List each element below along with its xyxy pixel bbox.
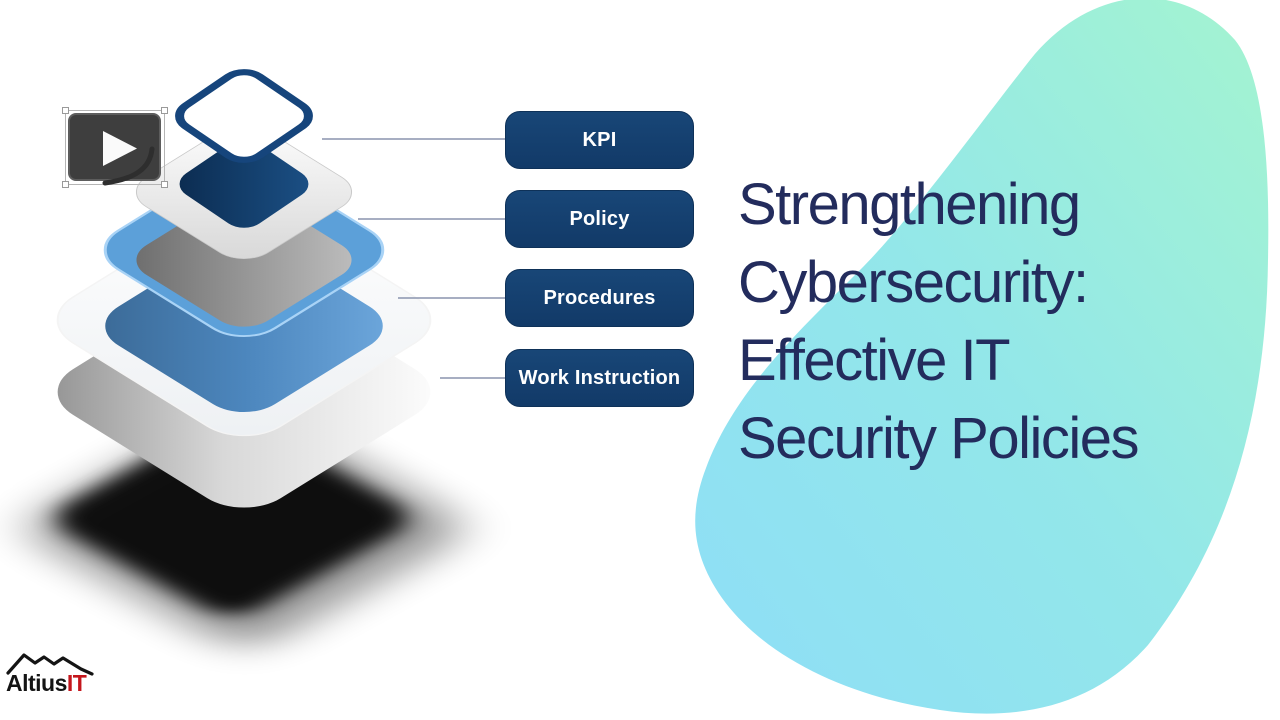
video-play-button[interactable]	[60, 105, 172, 208]
title-line-4: Security Policies	[738, 406, 1139, 471]
diagram-label-work-instruction-text: Work Instruction	[518, 366, 681, 389]
altius-it-logo: AltiusIT	[4, 646, 134, 696]
diagram-label-policy-text: Policy	[569, 207, 630, 230]
play-icon	[62, 107, 168, 188]
logo-text-accent: IT	[66, 670, 87, 696]
logo-text: AltiusIT	[6, 670, 87, 697]
connector-lines	[322, 138, 506, 379]
title-line-2: Cybersecurity:	[738, 250, 1089, 315]
logo-text-primary: Altius	[6, 670, 67, 696]
diagram-label-kpi: KPI	[505, 111, 694, 169]
diagram-label-procedures-text: Procedures	[543, 286, 656, 309]
diagram-label-policy: Policy	[505, 190, 694, 248]
blob-shape	[695, 0, 1269, 714]
title-line-1: Strengthening	[738, 172, 1081, 237]
diagram-label-kpi-text: KPI	[582, 128, 617, 151]
pyramid-layer-kpi	[175, 69, 313, 228]
diagram-label-procedures: Procedures	[505, 269, 694, 327]
diagram-label-work-instruction: Work Instruction	[505, 349, 694, 407]
title-line-3: Effective IT	[738, 328, 1011, 393]
mountain-icon	[6, 653, 94, 676]
slide-title: Strengthening Cybersecurity: Effective I…	[738, 166, 1228, 478]
